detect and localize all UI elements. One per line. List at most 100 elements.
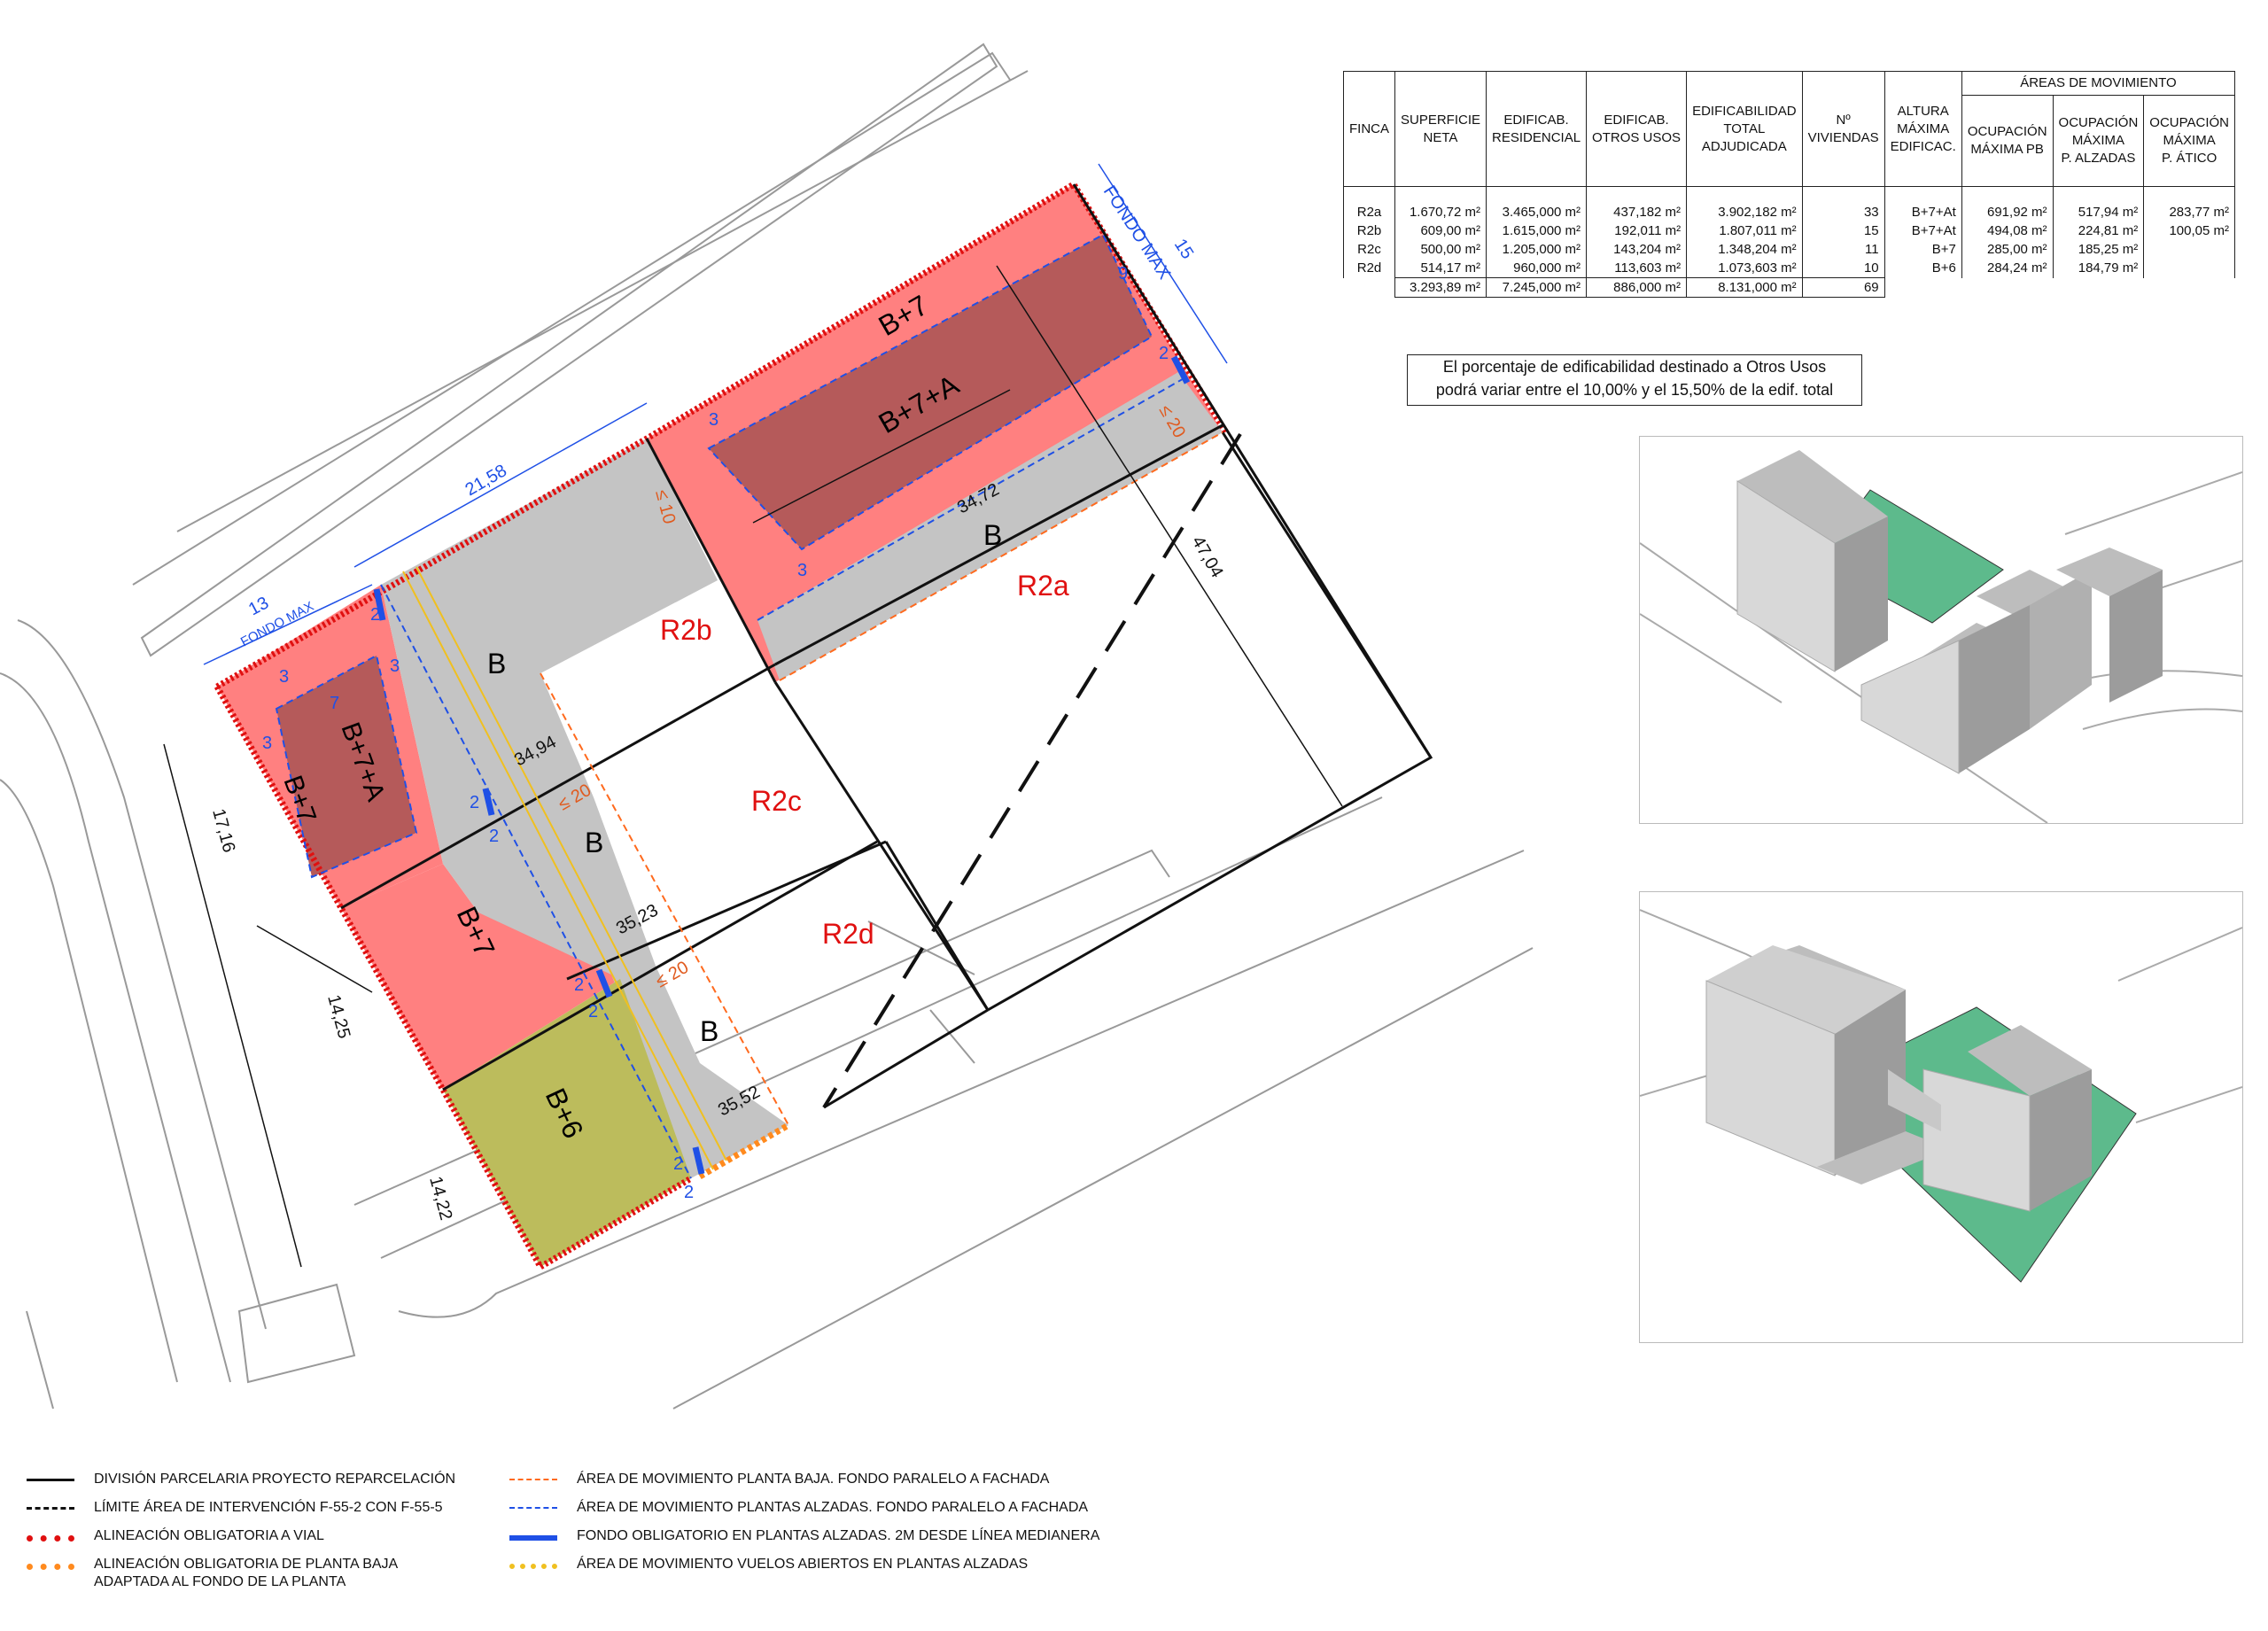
table-cell: 224,81 m² bbox=[2052, 221, 2145, 240]
dim-21-58: 21,58 bbox=[462, 461, 510, 500]
table-cell: 437,182 m² bbox=[1586, 186, 1688, 221]
table-cell bbox=[2143, 259, 2236, 278]
table-cell: 1.348,204 m² bbox=[1686, 240, 1803, 259]
iso-view-1-drawing bbox=[1639, 450, 2243, 824]
r2d-b6-area bbox=[443, 979, 691, 1267]
legend-alineacion-vial-swatch bbox=[27, 1535, 74, 1542]
legend-area-alzadas-swatch bbox=[509, 1507, 557, 1509]
table-cell: 185,25 m² bbox=[2052, 240, 2145, 259]
legend-vuelos: ÁREA DE MOVIMIENTO VUELOS ABIERTOS EN PL… bbox=[509, 1556, 1028, 1573]
r2a-b7a-area bbox=[709, 235, 1152, 549]
iso-view-2 bbox=[1639, 891, 2243, 1343]
table-cell: 10 bbox=[1801, 259, 1885, 278]
table-cell: R2b bbox=[1343, 221, 1395, 240]
legend-limite-text: LÍMITE ÁREA DE INTERVENCIÓN F-55-2 CON F… bbox=[94, 1500, 443, 1515]
table-cell: 283,77 m² bbox=[2143, 186, 2236, 221]
label-b-bottom: B bbox=[700, 1015, 718, 1047]
dim-two-h: 2 bbox=[684, 1183, 694, 1202]
table-cell: B+7+At bbox=[1884, 186, 1962, 221]
table-cell: B+6 bbox=[1884, 259, 1962, 278]
dim-two-e: 2 bbox=[574, 975, 584, 995]
fondo-obligatorio bbox=[373, 355, 1191, 1175]
table-cell: 3.902,182 m² bbox=[1686, 186, 1803, 221]
dim-le20-c: ≤ 20 bbox=[653, 958, 693, 991]
dimension-lines bbox=[163, 265, 1343, 1268]
legend-vuelos-swatch bbox=[509, 1564, 557, 1569]
street-context bbox=[0, 43, 1534, 1410]
table-cell: 514,17 m² bbox=[1394, 259, 1487, 278]
total-total: 8.131,000 m² bbox=[1686, 277, 1803, 298]
table-cell: 691,92 m² bbox=[1961, 186, 2054, 221]
dim-14-25: 14,25 bbox=[323, 993, 353, 1041]
legend-alineacion-vial: ALINEACIÓN OBLIGATORIA A VIAL bbox=[27, 1527, 324, 1545]
legend-alineacion-vial-text: ALINEACIÓN OBLIGATORIA A VIAL bbox=[94, 1528, 324, 1543]
table-cell: 11 bbox=[1801, 240, 1885, 259]
table-cell: 1.205,000 m² bbox=[1486, 240, 1588, 259]
iso-view-2-drawing bbox=[1639, 909, 2243, 1283]
table-cell: 284,24 m² bbox=[1961, 259, 2054, 278]
table-cell: R2c bbox=[1343, 240, 1395, 259]
th-areas: ÁREAS DE MOVIMIENTO bbox=[1961, 71, 2236, 96]
total-otros: 886,000 m² bbox=[1586, 277, 1688, 298]
table-cell: 143,204 m² bbox=[1586, 240, 1688, 259]
table-cell: 100,05 m² bbox=[2143, 221, 2236, 240]
table-cell: R2d bbox=[1343, 259, 1395, 278]
dim-13: 13 bbox=[245, 594, 272, 620]
th-otros: EDIFICAB.OTROS USOS bbox=[1586, 71, 1688, 187]
total-superficie: 3.293,89 m² bbox=[1394, 277, 1487, 298]
legend-division-swatch bbox=[27, 1479, 74, 1481]
table-cell: 960,000 m² bbox=[1486, 259, 1588, 278]
dim-two-g: 2 bbox=[673, 1154, 683, 1174]
legend-area-pb: ÁREA DE MOVIMIENTO PLANTA BAJA. FONDO PA… bbox=[509, 1471, 1049, 1488]
note-line-2: podrá variar entre el 10,00% y el 15,50%… bbox=[1435, 381, 1834, 399]
table-cell: 517,94 m² bbox=[2052, 186, 2145, 221]
total-viv: 69 bbox=[1801, 277, 1885, 298]
legend-area-alzadas: ÁREA DE MOVIMIENTO PLANTAS ALZADAS. FOND… bbox=[509, 1499, 1088, 1517]
table-cell: B+7 bbox=[1884, 240, 1962, 259]
legend: DIVISIÓN PARCELARIA PROYECTO REPARCELACI… bbox=[27, 1471, 1178, 1612]
label-b-mid: B bbox=[585, 827, 603, 858]
note-box: El porcentaje de edificabilidad destinad… bbox=[1407, 354, 1862, 406]
label-b-top: B bbox=[983, 519, 1002, 551]
dim-14-22: 14,22 bbox=[425, 1175, 455, 1223]
legend-limite-swatch bbox=[27, 1507, 74, 1510]
r2a-b-area bbox=[757, 372, 1223, 680]
table-cell: 494,08 m² bbox=[1961, 221, 2054, 240]
dim-nine: 9 bbox=[1118, 264, 1128, 283]
table-cell: 1.807,011 m² bbox=[1686, 221, 1803, 240]
alineacion-pb bbox=[698, 1122, 790, 1180]
legend-fondo-obligatorio: FONDO OBLIGATORIO EN PLANTAS ALZADAS. 2M… bbox=[509, 1527, 1099, 1545]
parcel-r2a: R2a bbox=[1017, 570, 1069, 602]
iso-view-1 bbox=[1639, 436, 2243, 824]
th-finca: FINCA bbox=[1343, 71, 1395, 187]
total-res: 7.245,000 m² bbox=[1486, 277, 1588, 298]
legend-fondo-obligatorio-swatch bbox=[509, 1535, 557, 1541]
note-line-1: El porcentaje de edificabilidad destinad… bbox=[1442, 358, 1827, 376]
legend-division: DIVISIÓN PARCELARIA PROYECTO REPARCELACI… bbox=[27, 1471, 455, 1488]
legend-division-text: DIVISIÓN PARCELARIA PROYECTO REPARCELACI… bbox=[94, 1472, 456, 1487]
dim-three-c: 3 bbox=[279, 667, 289, 687]
dim-15: 15 bbox=[1170, 236, 1198, 263]
dim-two-d: 2 bbox=[489, 827, 499, 846]
legend-vuelos-text: ÁREA DE MOVIMIENTO VUELOS ABIERTOS EN PL… bbox=[577, 1557, 1029, 1572]
volumes bbox=[217, 184, 1223, 1267]
table-totals: 3.293,89 m² 7.245,000 m² 886,000 m² 8.13… bbox=[1344, 277, 2235, 298]
table-cell: 192,011 m² bbox=[1586, 221, 1688, 240]
table-cell: 184,79 m² bbox=[2052, 259, 2145, 278]
dim-two-a: 2 bbox=[1159, 344, 1169, 363]
table-cell: 1.670,72 m² bbox=[1394, 186, 1487, 221]
r2b-b-area bbox=[381, 439, 788, 1178]
legend-area-pb-swatch bbox=[509, 1479, 557, 1480]
limite-intervencion bbox=[822, 432, 1242, 1109]
table-cell: R2a bbox=[1343, 186, 1395, 221]
legend-area-alzadas-text: ÁREA DE MOVIMIENTO PLANTAS ALZADAS. FOND… bbox=[577, 1500, 1089, 1515]
parcel-division bbox=[340, 183, 1433, 1109]
